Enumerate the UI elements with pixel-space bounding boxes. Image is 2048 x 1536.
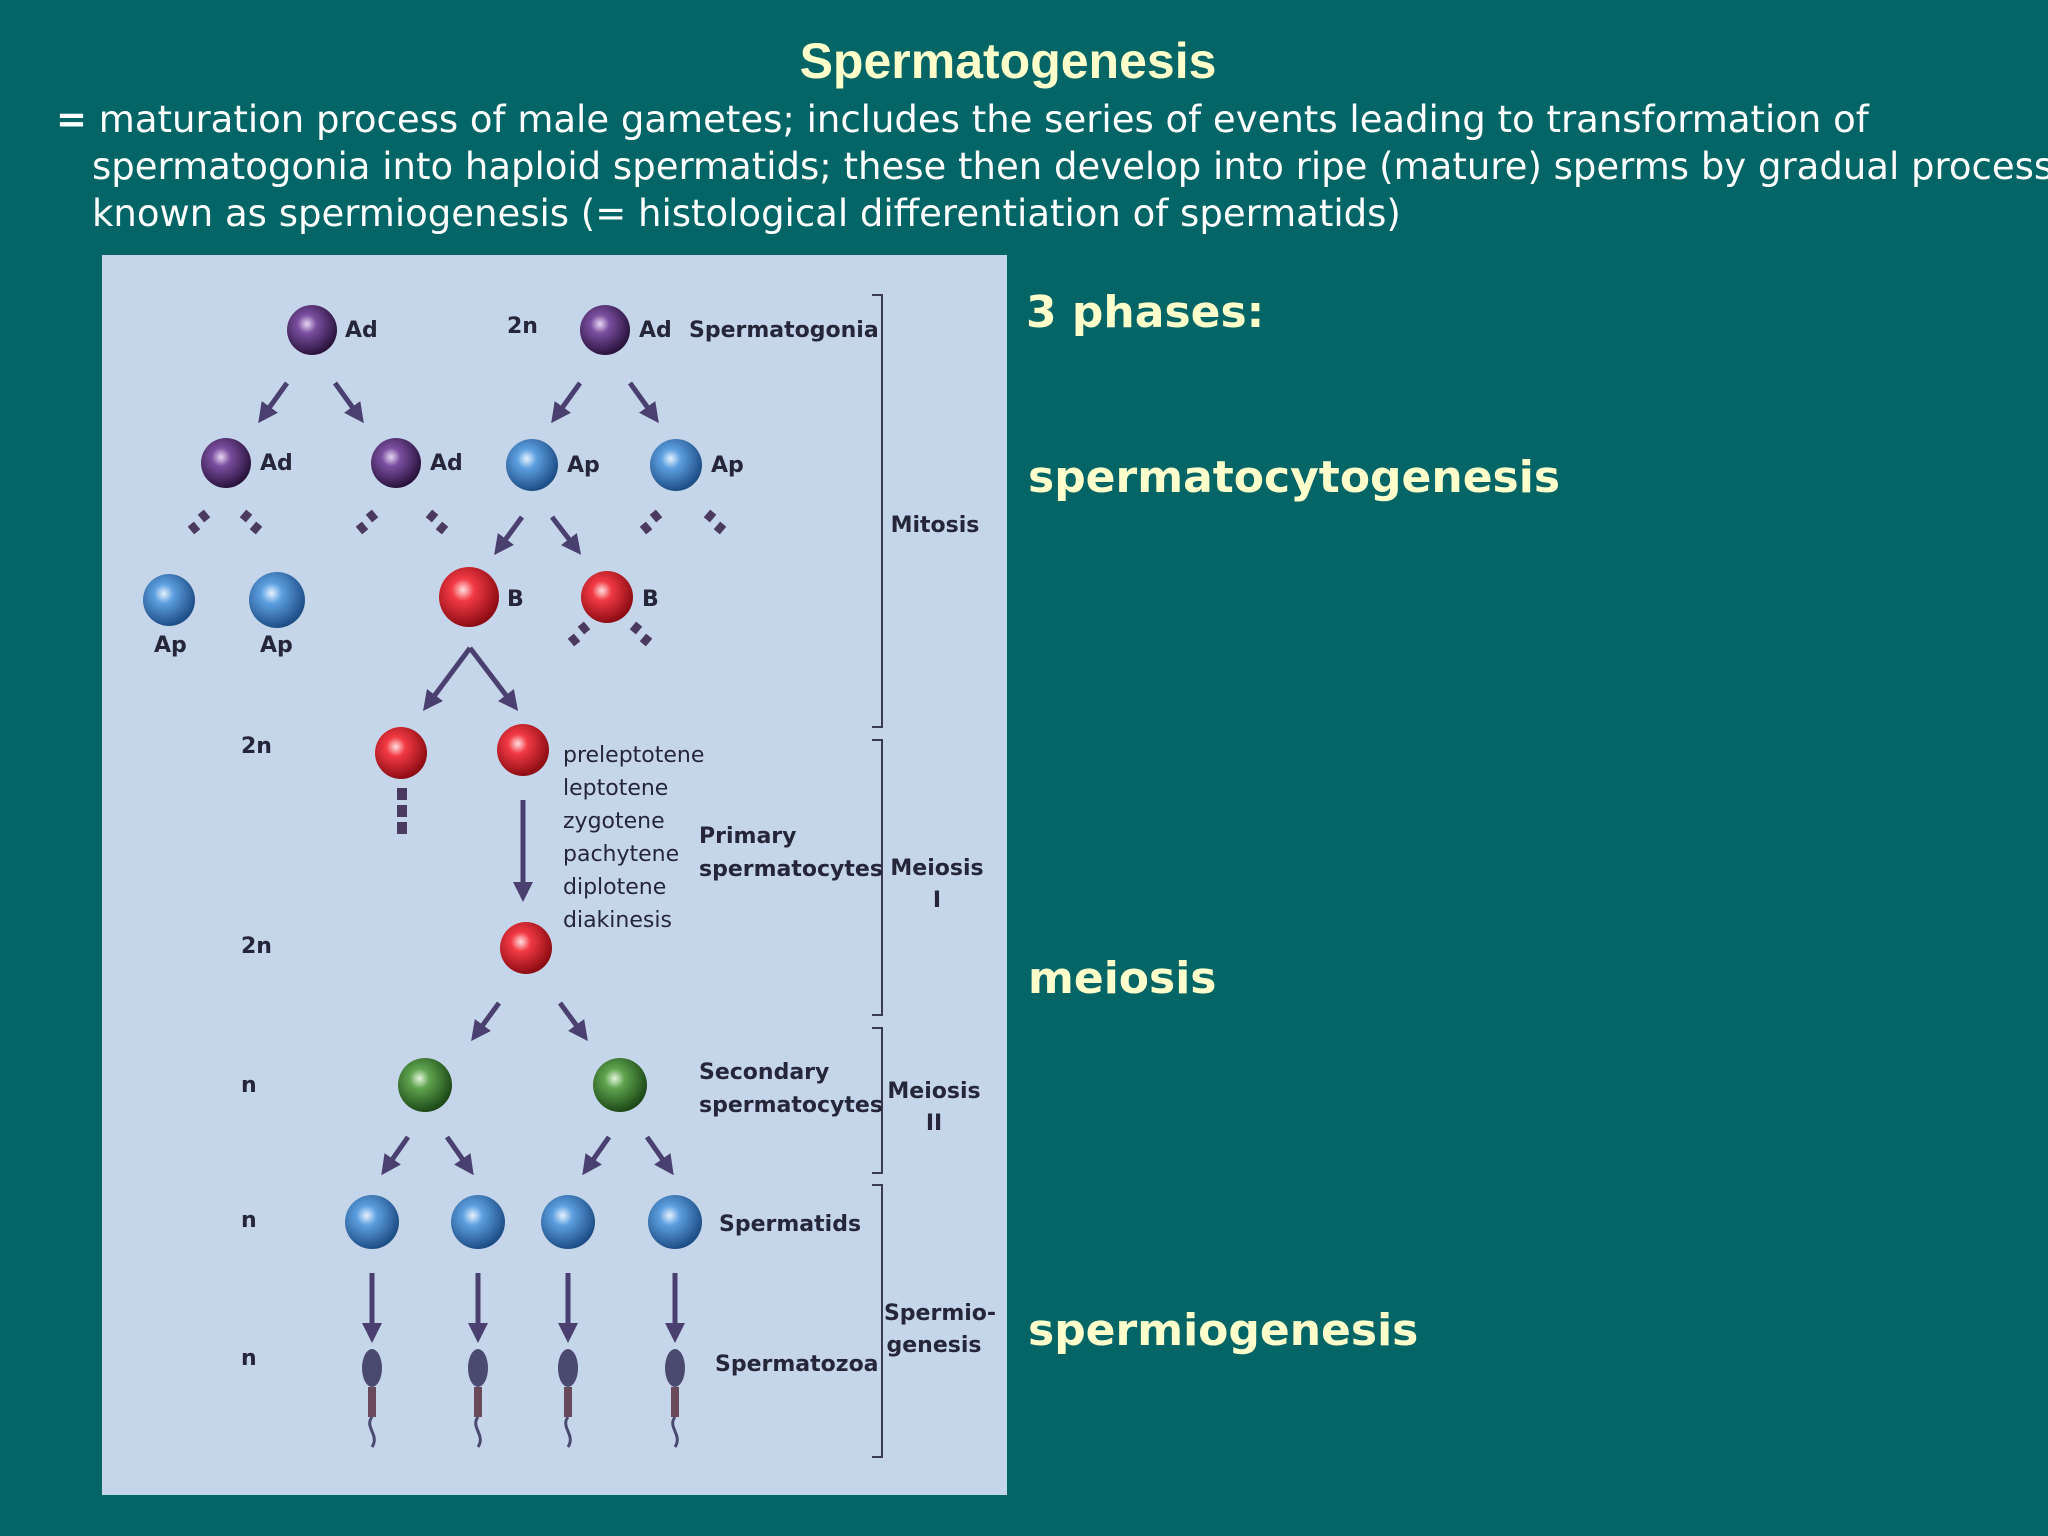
definition-line-1-text: maturation process of male gametes; incl… (98, 98, 1869, 141)
meiosis-2-label: II (926, 1111, 942, 1136)
b-cell (581, 571, 633, 623)
definition-line-3: known as spermiogenesis (= histological … (92, 192, 1401, 235)
ap-cell (249, 572, 305, 628)
ad-cell (580, 305, 630, 355)
primary-spermatocytes-label: Primary (699, 824, 796, 849)
substage-label: leptotene (563, 776, 668, 801)
primary-spermatocytes-label: spermatocytes (699, 857, 883, 882)
ploidy-label: 2n (241, 934, 272, 959)
degenerating-fragments (187, 509, 727, 834)
phase-meiosis: meiosis (1028, 953, 1217, 1004)
ap-label: Ap (711, 453, 744, 478)
substage-label: diakinesis (563, 908, 672, 933)
spermatozoa-label: Spermatozoa (715, 1352, 879, 1377)
ad-cell (201, 438, 251, 488)
equals-mark: = (56, 98, 88, 141)
primary-spermatocyte (375, 727, 427, 779)
slide-title: Spermatogenesis (799, 33, 1217, 89)
substage-label: pachytene (563, 842, 679, 867)
ploidy-label: 2n (241, 734, 272, 759)
phase-spermatocytogenesis: spermatocytogenesis (1028, 452, 1561, 503)
mitosis-label: Mitosis (891, 513, 980, 538)
spermatozoon (362, 1349, 382, 1448)
diagram-svg: Ad Ad Ad Ad Ap Ap Ap Ap B B 2n 2n 2n n n… (143, 294, 996, 1458)
spermatogonia-label: Spermatogonia (689, 318, 879, 343)
ad-label: Ad (430, 451, 463, 476)
division-arrows (258, 381, 685, 1343)
spermatozoon (558, 1349, 578, 1448)
substage-label: zygotene (563, 809, 665, 834)
ad-label: Ad (260, 451, 293, 476)
meiosis-1-label: Meiosis (890, 856, 983, 881)
ap-cell (650, 439, 702, 491)
b-label: B (507, 587, 524, 612)
ploidy-label: n (241, 1208, 257, 1233)
primary-spermatocyte (500, 922, 552, 974)
secondary-spermatocyte (398, 1058, 452, 1112)
spermiogenesis-label: genesis (887, 1333, 982, 1358)
definition-line-1: = maturation process of male gametes; in… (56, 96, 2016, 143)
ap-label: Ap (154, 633, 187, 658)
spermatid (345, 1195, 399, 1249)
spermatid (541, 1195, 595, 1249)
ad-cell (287, 305, 337, 355)
phases-heading: 3 phases: (1026, 287, 1265, 338)
spermatozoon (468, 1349, 488, 1448)
spermatozoon (665, 1349, 685, 1448)
spermatid (648, 1195, 702, 1249)
ap-cell (506, 439, 558, 491)
ad-label: Ad (639, 318, 672, 343)
secondary-spermatocytes-label: Secondary (699, 1060, 829, 1085)
ap-cell (143, 574, 195, 626)
secondary-spermatocytes-label: spermatocytes (699, 1093, 883, 1118)
phase-spermiogenesis: spermiogenesis (1028, 1305, 1419, 1356)
ploidy-label: n (241, 1346, 257, 1371)
phase-brackets (872, 294, 883, 1458)
meiosis-1-label: I (933, 888, 941, 913)
ploidy-label: 2n (507, 314, 538, 339)
spermiogenesis-label: Spermio- (884, 1301, 996, 1326)
definition-text: = maturation process of male gametes; in… (56, 96, 2048, 237)
spermatogenesis-diagram: Ad Ad Ad Ad Ap Ap Ap Ap B B 2n 2n 2n n n… (102, 255, 1007, 1495)
b-cell (439, 567, 499, 627)
ad-label: Ad (345, 318, 378, 343)
ploidy-label: n (241, 1073, 257, 1098)
spermatids-label: Spermatids (719, 1212, 861, 1237)
spermatid (451, 1195, 505, 1249)
ad-cell (371, 438, 421, 488)
meiosis-2-label: Meiosis (887, 1079, 980, 1104)
ap-label: Ap (567, 453, 600, 478)
secondary-spermatocyte (593, 1058, 647, 1112)
ap-label: Ap (260, 633, 293, 658)
substage-label: preleptotene (563, 743, 704, 768)
substage-label: diplotene (563, 875, 666, 900)
definition-line-2: spermatogonia into haploid spermatids; t… (92, 145, 2048, 188)
spermatozoa (362, 1349, 685, 1448)
b-label: B (642, 587, 659, 612)
primary-spermatocyte (497, 724, 549, 776)
